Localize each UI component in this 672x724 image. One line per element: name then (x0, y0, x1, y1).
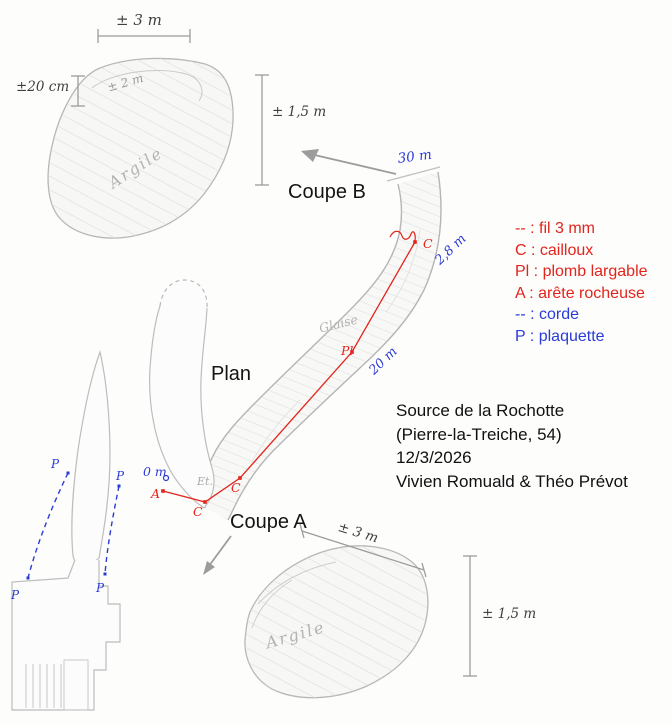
dimension-bracket-right-a (463, 555, 477, 677)
origin-label: 0 m (143, 464, 167, 479)
coupe-a-sketch (203, 523, 477, 699)
plaquette-marker (26, 576, 30, 580)
dimension-bracket-right-b (255, 74, 269, 186)
inner-box (63, 659, 89, 711)
station-label-a: A (151, 486, 161, 501)
coupe-b-title: Coupe B (288, 181, 366, 203)
lobe-edge-left (149, 305, 205, 509)
coupe-a-title: Coupe A (230, 511, 307, 533)
grate-lines (25, 664, 62, 708)
dimension-bracket-top (97, 29, 191, 43)
arrow-head (203, 561, 215, 575)
survey-location: (Pierre-la-Treiche, 54) (396, 424, 562, 444)
survey-line-group (161, 230, 417, 504)
survey-authors: Vivien Romuald & Théo Prévot (396, 471, 628, 491)
station-marker (238, 476, 242, 480)
legend-item-fil: -- : fil 3 mm (515, 220, 595, 237)
legend-item-corde: -- : corde (515, 306, 580, 323)
plaquette-label-4: P (96, 581, 105, 595)
plaquette-label-3: P (11, 588, 20, 602)
gallery-hatching (204, 172, 442, 520)
plaquette-label-2: P (116, 469, 125, 483)
dimension-label-right-a: ± 1,5 m (482, 606, 537, 622)
survey-title: Source de la Rochotte (396, 401, 565, 420)
plaquette-marker (103, 572, 107, 576)
gallery-faint-contour-1 (385, 229, 421, 313)
rope-line-2 (104, 485, 120, 575)
title-block: Source de la Rochotte (Pierre-la-Treiche… (396, 399, 628, 493)
entrance-sketch (11, 349, 121, 711)
dimension-label-right-b: ± 1,5 m (272, 104, 327, 120)
station-marker (203, 500, 207, 504)
coupe-b-sketch (47, 29, 397, 239)
coupe-b-arrow (301, 149, 397, 175)
station-label-c-low: C (193, 504, 203, 519)
coupe-b-hatching (48, 58, 234, 239)
station-label-c-top: C (423, 236, 433, 251)
lobe-fill (149, 282, 214, 508)
rope-line-1 (27, 472, 69, 579)
arrow-head (301, 149, 319, 162)
spike-outline (71, 349, 111, 565)
station-marker (161, 489, 165, 493)
dimension-label-left-b: ±20 cm (16, 79, 70, 95)
station-marker (413, 240, 417, 244)
plan-title: Plan (211, 363, 252, 385)
legend-item-cailloux: C : cailloux (515, 241, 594, 259)
coupe-a-hatching (244, 545, 428, 698)
coupe-a-inner-contour-2 (251, 579, 293, 629)
coupe-b-inner-contour (91, 69, 203, 102)
legend-item-arete: A : arête rocheuse (515, 284, 645, 302)
legend-item-plomb: Pl : plomb largable (515, 263, 648, 280)
lobe-edge-right (200, 307, 215, 509)
gallery-continuation-line (386, 166, 441, 182)
gallery-wall-left (204, 183, 403, 509)
survey-date: 12/3/2026 (396, 448, 472, 467)
et-label: Et. (197, 475, 213, 488)
station-label-c-mid: C (231, 480, 241, 495)
dimension-bracket-left (71, 75, 85, 107)
station-label-pl: Pl (341, 343, 354, 358)
lobe-dashed-cap (159, 279, 208, 309)
plaquette-label-1: P (51, 457, 60, 471)
plaquette-marker (117, 484, 121, 488)
station-marker (350, 350, 354, 354)
steps-outline (11, 559, 121, 711)
wire-squiggle (389, 230, 416, 242)
gallery-faint-contour-2 (251, 399, 301, 463)
dimension-bracket-diag-a (299, 523, 427, 578)
coupe-a-arrow (203, 535, 232, 575)
legend: -- : fil 3 mm C : cailloux Pl : plomb la… (515, 218, 648, 347)
origin-marker (162, 474, 170, 482)
dimension-label-top-b: ± 3 m (116, 11, 162, 29)
plaquette-marker (66, 471, 70, 475)
coupe-a-inner-contour-1 (257, 561, 337, 605)
legend-item-plaquette: P : plaquette (515, 327, 605, 345)
gallery-wall-right (227, 171, 442, 521)
plan-sketch (149, 166, 442, 521)
